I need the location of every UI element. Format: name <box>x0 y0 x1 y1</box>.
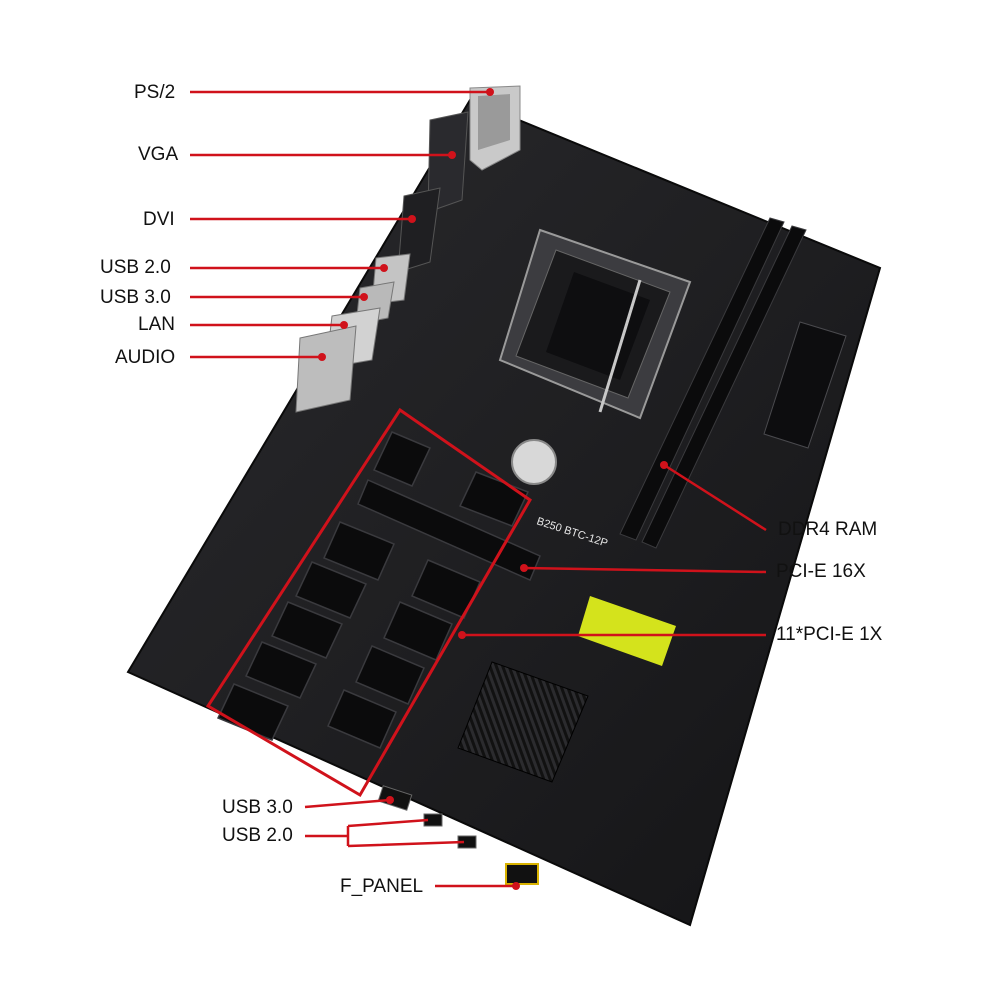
cpu-socket <box>498 228 692 420</box>
expansion-slots <box>216 431 541 749</box>
label-lan: LAN <box>138 314 175 335</box>
pcie-1x-slot-6 <box>270 601 344 659</box>
pointer-pcie16 <box>523 566 767 574</box>
pcie-1x-slot-5 <box>411 559 481 619</box>
pointer-fpanel-dot <box>512 882 520 890</box>
pointer-usb30-header <box>304 798 391 809</box>
pointer-usb30-rear-dot <box>360 293 368 301</box>
atx-power-connector <box>763 321 847 449</box>
usb30-header <box>377 785 413 811</box>
pointer-usb20-header-bracket <box>305 818 465 848</box>
cmos-battery <box>511 439 557 485</box>
pointer-lan-dot <box>340 321 348 329</box>
chipset-heatsink <box>457 661 589 783</box>
dvi-port <box>397 187 441 273</box>
audio-jacks <box>295 325 357 413</box>
pcie-highlight-box <box>205 407 532 798</box>
pcie-1x-slot-3 <box>323 521 395 581</box>
pcie-1x-slot-11 <box>327 689 397 749</box>
pcie-1x-slot-10 <box>216 683 290 741</box>
pointer-vga-dot <box>448 151 456 159</box>
pcie-1x-slot-1 <box>372 431 432 487</box>
pointer-ps2-dot <box>486 88 494 96</box>
pcie-1x-slot-7 <box>383 601 453 661</box>
pcie-1x-slot-9 <box>355 645 425 705</box>
label-pcie-16x: PCI-E 16X <box>776 561 866 582</box>
label-audio: AUDIO <box>115 347 176 368</box>
pointer-pcie1-dot <box>458 631 466 639</box>
label-ddr4-ram: DDR4 RAM <box>778 519 878 540</box>
label-dvi: DVI <box>143 209 175 230</box>
pointer-lines <box>190 88 767 890</box>
board-sticker <box>578 596 676 666</box>
label-usb30-rear: USB 3.0 <box>100 287 171 308</box>
pointer-usb20-rear-dot <box>380 264 388 272</box>
label-usb20-header: USB 2.0 <box>222 825 293 846</box>
ps2-port <box>478 94 510 150</box>
pcie-1x-slot-4 <box>294 561 368 619</box>
label-usb20-rear: USB 2.0 <box>100 257 171 278</box>
label-fpanel: F_PANEL <box>340 876 424 897</box>
pointer-pcie16-dot <box>520 564 528 572</box>
pointer-usb30-header-dot <box>386 796 394 804</box>
pointer-ddr4 <box>663 463 767 532</box>
pointer-ddr4-dot <box>660 461 668 469</box>
label-pcie-1x: 11*PCI-E 1X <box>776 624 883 645</box>
label-ps2: PS/2 <box>134 82 176 103</box>
fpanel-header <box>505 863 539 885</box>
pointer-audio-dot <box>318 353 326 361</box>
vga-port <box>427 111 469 213</box>
pointer-dvi-dot <box>408 215 416 223</box>
label-vga: VGA <box>138 144 179 165</box>
ddr4-slots <box>619 217 807 549</box>
label-usb30-header: USB 3.0 <box>222 797 293 818</box>
pcie-1x-slot-8 <box>244 641 318 699</box>
pcie-16x-slot <box>357 479 541 581</box>
